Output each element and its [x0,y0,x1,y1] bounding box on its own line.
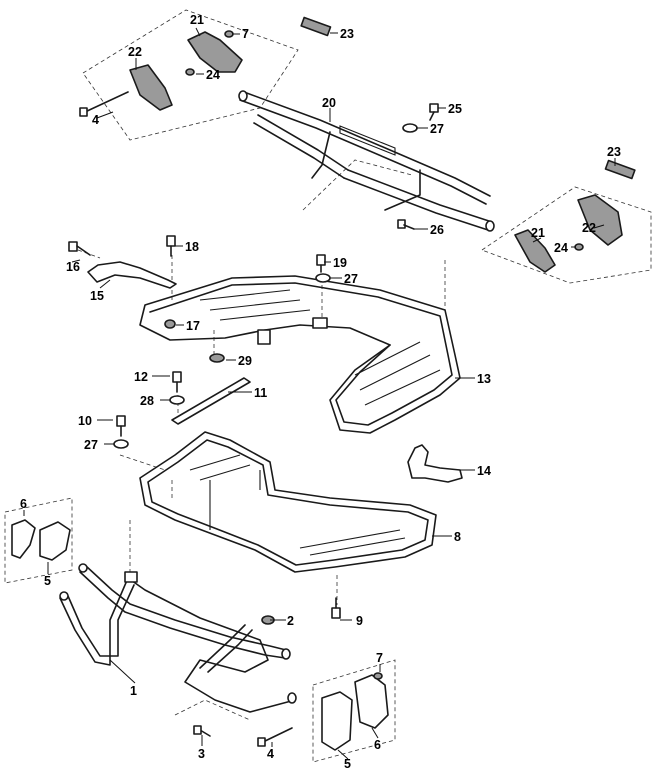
group-guide-rear-rack [302,159,413,211]
callout-7-lower: 7 [376,651,383,665]
callout-13: 13 [477,372,491,386]
callout-27-left: 27 [84,438,98,452]
callout-18: 18 [185,240,199,254]
handle-part-14 [407,444,463,483]
callout-6-right: 6 [374,738,381,752]
callout-19: 19 [333,256,347,270]
callout-9: 9 [356,614,363,628]
front-bumper-part-1 [59,563,297,713]
callout-16: 16 [66,260,80,274]
front-rack-part-8 [139,431,437,573]
callout-28: 28 [140,394,154,408]
pad-part-23-right [604,159,636,180]
guard-part-22-upper [129,64,173,111]
callout-23-right: 23 [607,145,621,159]
support-strip-part-11 [171,377,251,425]
callout-2: 2 [287,614,294,628]
callout-labels: 1 2 3 4 4 5 5 6 6 7 7 8 9 10 11 12 13 14… [20,13,621,771]
callout-leaders [23,27,616,760]
callout-15: 15 [90,289,104,303]
guard-part-22-right [577,194,623,246]
callout-6-left: 6 [20,497,27,511]
callout-24-right: 24 [554,241,568,255]
guard-part-21-upper [187,31,243,73]
pad-part-6-right [354,674,389,729]
pad-part-5-left [39,521,71,561]
pad-part-5-right [321,691,353,751]
group-box-right [481,186,652,284]
callout-14: 14 [477,464,491,478]
rear-rack-part-13 [139,275,461,434]
guide-line-bolt-16 [77,249,101,259]
hardware-fasteners [68,30,584,747]
callout-1: 1 [130,684,137,698]
group-box-right-pads [312,659,396,763]
rear-bar-part-20 [238,90,495,232]
callout-27-upper: 27 [430,122,444,136]
callout-21-upper: 21 [190,13,204,27]
callout-5-left: 5 [44,574,51,588]
callout-17: 17 [186,319,200,333]
group-box-left-pads [4,497,73,584]
group-box-upper-left [82,9,299,141]
callout-21-right: 21 [531,226,545,240]
callout-4-upper: 4 [92,113,99,127]
callout-29: 29 [238,354,252,368]
callout-8: 8 [454,530,461,544]
callout-25: 25 [448,102,462,116]
callout-4-lower: 4 [267,747,274,761]
callout-22-upper: 22 [128,45,142,59]
callout-26: 26 [430,223,444,237]
callout-12: 12 [134,370,148,384]
callout-22-right: 22 [582,221,596,235]
callout-27-middle: 27 [344,272,358,286]
pad-part-6-left [11,519,36,559]
pad-part-23-upper [300,16,332,37]
guide-line-bolt-10 [119,454,166,471]
callout-5-right: 5 [344,757,351,771]
handle-part-15 [87,261,177,289]
guard-part-21-right [514,229,556,273]
callout-3-lower: 3 [198,747,205,761]
callout-23-upper: 23 [340,27,354,41]
callout-20: 20 [322,96,336,110]
callout-10: 10 [78,414,92,428]
group-guide-front [174,699,251,721]
callout-7-upper: 7 [242,27,249,41]
callout-11: 11 [254,386,267,400]
callout-24-upper: 24 [206,68,220,82]
